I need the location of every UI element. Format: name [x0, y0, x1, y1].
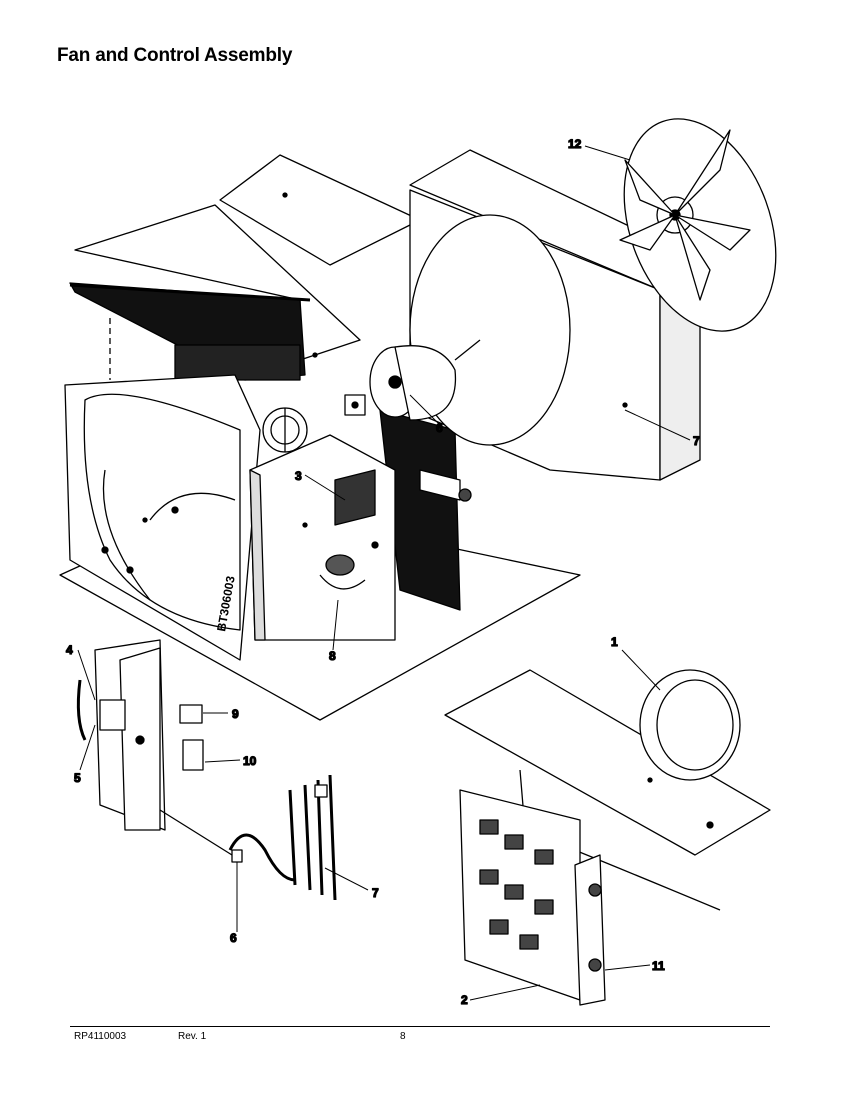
fan-shroud [409, 149, 701, 481]
callout-7-shroud: 7 [693, 434, 700, 448]
heater-element [228, 774, 337, 901]
callout-11: 11 [652, 959, 665, 973]
callout-12: 12 [568, 137, 582, 151]
control-board [459, 789, 606, 1006]
document-id: RP4110003 [74, 1031, 127, 1042]
revision: Rev. 1 [178, 1031, 207, 1042]
callout-8: 8 [329, 649, 336, 663]
insulation-strips [109, 318, 461, 611]
fan-motor [344, 339, 481, 502]
callout-2: 2 [461, 993, 468, 1007]
callout-10: 10 [243, 754, 257, 768]
electrical-bracket [76, 639, 241, 861]
page-title: Fan and Control Assembly [57, 45, 293, 66]
control-cover [444, 669, 771, 911]
callout-6-heater: 6 [230, 931, 237, 945]
blower-wheel [262, 407, 308, 453]
leader-lines [77, 145, 691, 1001]
main-housing: BT306003 [64, 374, 261, 661]
callout-5: 5 [74, 771, 81, 785]
callout-1: 1 [611, 635, 618, 649]
callout-9: 9 [232, 707, 239, 721]
callout-4: 4 [66, 643, 73, 657]
callout-3: 3 [295, 469, 302, 483]
control-panel [249, 434, 396, 641]
page-number: 8 [400, 1031, 406, 1042]
footer-rule [70, 1026, 770, 1027]
callout-7-heater: 7 [372, 886, 379, 900]
callout-6-motor: 6 [436, 421, 443, 435]
fan-blade [619, 118, 777, 332]
